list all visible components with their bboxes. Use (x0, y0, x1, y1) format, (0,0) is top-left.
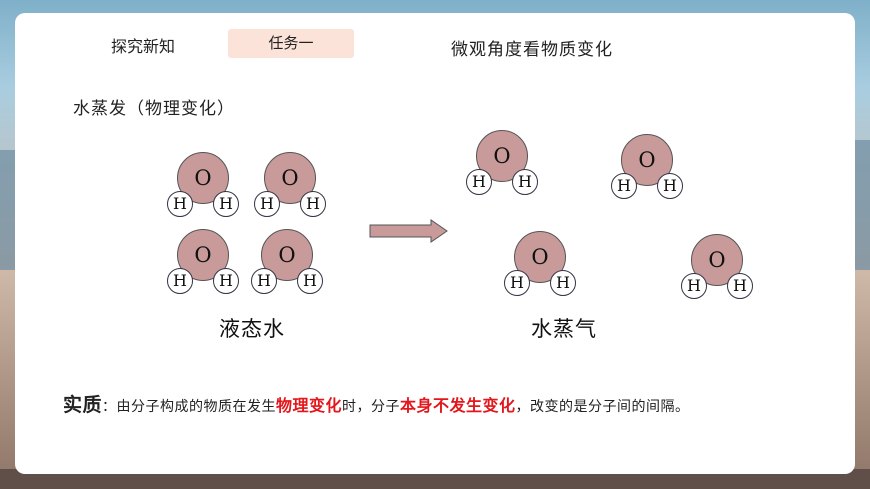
essence-text: 时，分子 (342, 399, 401, 415)
section-heading: 水蒸发（物理变化） (73, 99, 235, 119)
liquid-water-caption: 液态水 (219, 317, 285, 341)
water-molecule: O H H (447, 130, 557, 196)
hydrogen-atom: H (167, 191, 193, 217)
essence-text: 由分子构成的物质在发生 (116, 399, 277, 415)
water-molecule: O H H (662, 234, 772, 300)
slide-card: 探究新知 任务一 微观角度看物质变化 水蒸发（物理变化） O H H O H H… (15, 13, 855, 474)
right-arrow-icon (369, 219, 448, 243)
hydrogen-atom: H (167, 268, 193, 294)
hydrogen-atom: H (657, 173, 683, 199)
water-molecule: O H H (232, 229, 342, 295)
page-title: 微观角度看物质变化 (451, 40, 613, 60)
nav-explore-label[interactable]: 探究新知 (111, 37, 176, 56)
essence-highlight: 本身不发生变化 (400, 396, 516, 415)
hydrogen-atom: H (213, 191, 239, 217)
essence-statement: 实质：由分子构成的物质在发生物理变化时，分子本身不发生变化，改变的是分子间的间隔… (63, 393, 813, 419)
hydrogen-atom: H (300, 191, 326, 217)
essence-colon: ： (102, 399, 117, 415)
hydrogen-atom: H (504, 270, 530, 296)
background-shelf-right (852, 140, 870, 270)
essence-lead: 实质 (63, 394, 103, 416)
hydrogen-atom: H (466, 169, 492, 195)
hydrogen-atom: H (611, 173, 637, 199)
water-molecule: O H H (235, 152, 345, 218)
oxygen-atom: O (264, 152, 316, 204)
nav-task-tab[interactable]: 任务一 (228, 29, 354, 58)
hydrogen-atom: H (550, 270, 576, 296)
hydrogen-atom: H (297, 268, 323, 294)
essence-text: ，改变的是分子间的间隔。 (515, 399, 690, 415)
water-vapor-caption: 水蒸气 (531, 317, 597, 341)
hydrogen-atom: H (251, 268, 277, 294)
background-floor (0, 469, 870, 489)
essence-highlight: 物理变化 (276, 396, 343, 415)
water-molecule: O H H (592, 134, 702, 200)
hydrogen-atom: H (512, 169, 538, 195)
water-molecule: O H H (148, 229, 258, 295)
hydrogen-atom: H (213, 268, 239, 294)
background-shelf-left (0, 150, 18, 270)
water-molecule: O H H (148, 152, 258, 218)
hydrogen-atom: H (681, 273, 707, 299)
water-molecule: O H H (485, 231, 595, 297)
hydrogen-atom: H (254, 191, 280, 217)
hydrogen-atom: H (727, 273, 753, 299)
